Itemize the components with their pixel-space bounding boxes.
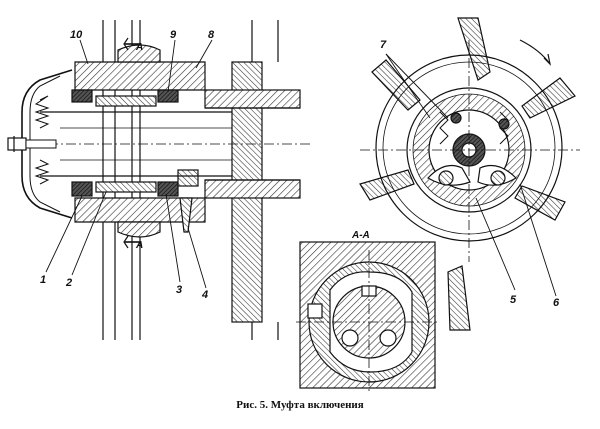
figure-caption: Рис. 5. Муфта включения bbox=[236, 399, 364, 411]
callout-2: 2 bbox=[65, 277, 72, 289]
callout-labels: 10 9 8 1 2 3 4 7 5 6 А А А-А bbox=[40, 29, 560, 309]
callout-5: 5 bbox=[510, 294, 517, 306]
callout-10: 10 bbox=[70, 29, 83, 41]
section-a-a bbox=[296, 241, 440, 392]
callout-8: 8 bbox=[208, 29, 215, 41]
longitudinal-section bbox=[7, 20, 310, 340]
callout-7: 7 bbox=[380, 39, 387, 51]
section-mark-bottom: А bbox=[135, 240, 143, 251]
section-mark-top: А bbox=[135, 42, 143, 53]
callout-4: 4 bbox=[201, 289, 208, 301]
front-view bbox=[359, 17, 580, 331]
callout-6: 6 bbox=[553, 297, 560, 309]
callout-9: 9 bbox=[170, 29, 177, 41]
section-title: А-А bbox=[351, 230, 370, 241]
callout-3: 3 bbox=[176, 284, 182, 296]
callout-1: 1 bbox=[40, 274, 46, 286]
